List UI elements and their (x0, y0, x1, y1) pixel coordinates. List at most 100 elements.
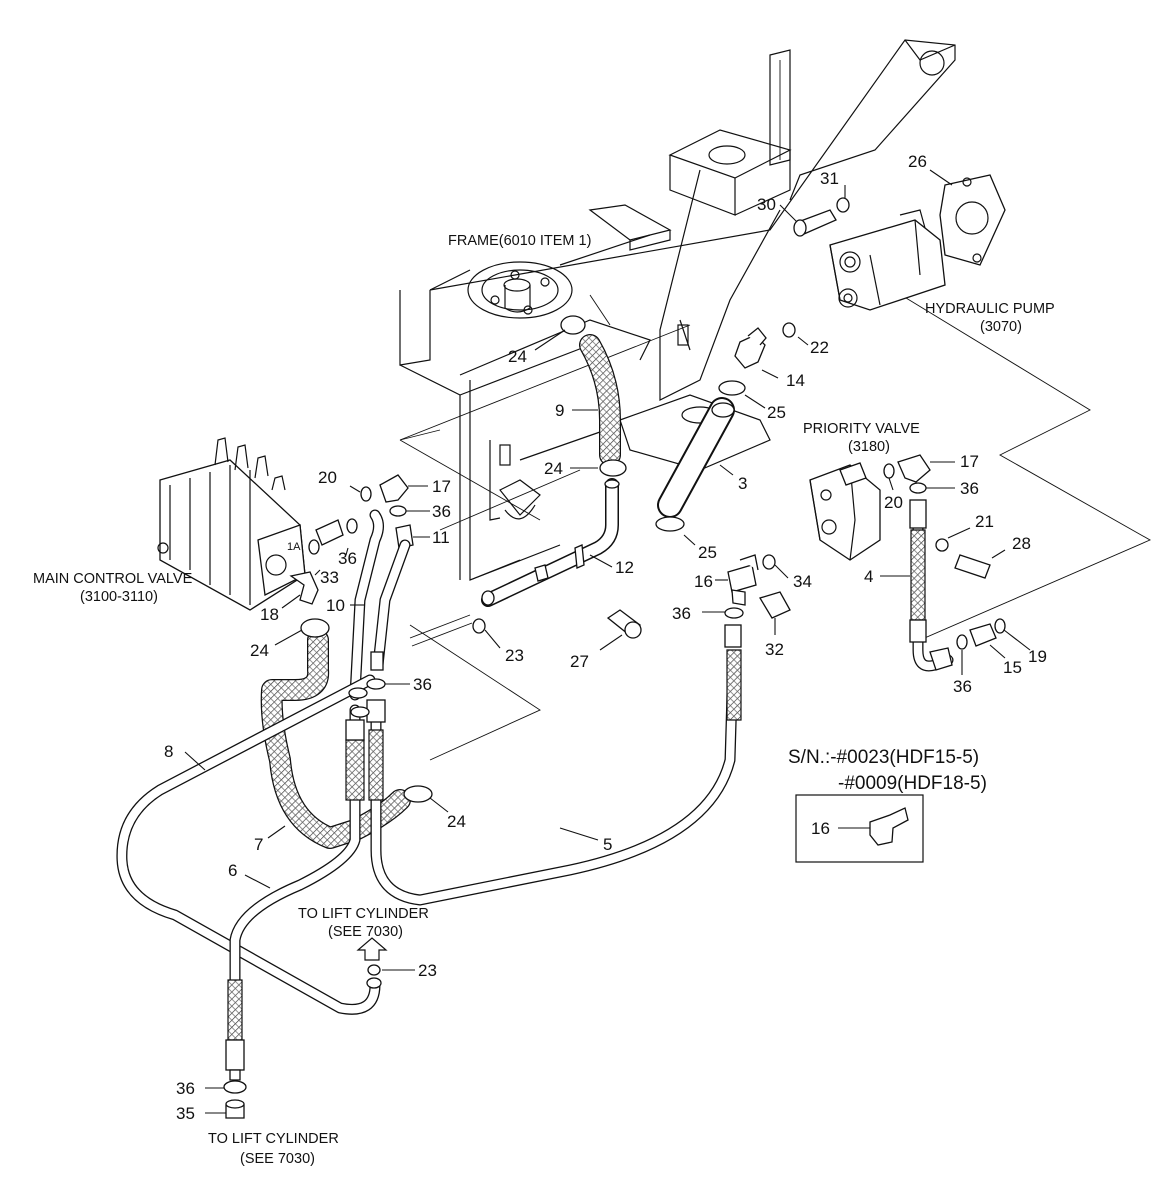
pipe-8 (116, 674, 382, 1015)
clamp-25-top (718, 380, 746, 396)
o-ring-19 (994, 618, 1006, 634)
bolt-30 (793, 197, 850, 237)
main-control-valve (157, 437, 306, 611)
callout-36-bottom: 36 (176, 1079, 195, 1098)
hydraulic-pump-label: HYDRAULIC PUMP (925, 301, 1055, 317)
clamp-24-top (560, 315, 586, 335)
clamp-24-left (300, 618, 330, 638)
callout-21: 21 (975, 512, 994, 531)
bolt-28 (954, 554, 991, 579)
callout-35: 35 (176, 1104, 195, 1123)
callout-15: 15 (1003, 658, 1022, 677)
to-lift-cylinder-label-1: TO LIFT CYLINDER (298, 906, 429, 922)
callout-16-tee: 16 (694, 572, 713, 591)
hydraulic-pump (829, 209, 946, 311)
o-ring-36-center-c (350, 706, 370, 718)
fitting-27 (606, 609, 642, 639)
callout-20-left: 20 (318, 468, 337, 487)
hydraulic-pump-ref: (3070) (980, 319, 1022, 335)
pump-gasket (939, 174, 1006, 266)
callout-9: 9 (555, 401, 564, 420)
leader-lines (184, 169, 1031, 1114)
callout-25-bottom: 25 (698, 543, 717, 562)
callout-33: 33 (320, 568, 339, 587)
callout-10: 10 (326, 596, 345, 615)
hose-10 (349, 509, 411, 701)
o-ring-36-valve (308, 539, 320, 555)
callout-11: 11 (432, 528, 450, 547)
callout-24-lower: 24 (447, 812, 466, 831)
suction-hose-3 (657, 397, 735, 518)
callout-4: 4 (864, 567, 873, 586)
o-ring-36-valve-b (346, 518, 358, 534)
callout-22: 22 (810, 338, 829, 357)
callout-20-right: 20 (884, 493, 903, 512)
elbow-14 (734, 327, 767, 369)
frame-label: FRAME(6010 ITEM 1) (448, 233, 591, 249)
o-ring-36-lower-right (956, 634, 968, 650)
adapter-33 (315, 519, 344, 546)
o-ring-36-right (909, 482, 927, 494)
callout-36-valve: 36 (338, 549, 357, 568)
callout-19: 19 (1028, 647, 1047, 666)
reference-lines (399, 269, 1152, 761)
priority-valve-label: PRIORITY VALVE (803, 421, 920, 437)
callout-17-left: 17 (432, 477, 451, 496)
elbow-17-left (379, 474, 409, 503)
tee-16 (727, 554, 759, 606)
callout-24-left: 24 (250, 641, 269, 660)
main-control-valve-label: MAIN CONTROL VALVE (33, 571, 193, 587)
hose-9 (579, 334, 621, 466)
o-ring-20-right (883, 463, 895, 479)
hose-6 (223, 704, 365, 1119)
frame (399, 39, 956, 581)
callout-23-top: 23 (505, 646, 524, 665)
callout-30: 30 (757, 195, 776, 214)
sn-line-1: S/N.:-#0023(HDF15-5) (788, 747, 979, 768)
priority-valve (809, 462, 881, 561)
hose-5 (366, 624, 742, 906)
adapter-32 (759, 591, 791, 619)
hose-4 (909, 499, 954, 672)
callout-18: 18 (260, 605, 279, 624)
sn-line-2: -#0009(HDF18-5) (838, 773, 987, 794)
o-ring-34 (762, 554, 776, 570)
callout-25-top: 25 (767, 403, 786, 422)
callout-36-tee: 36 (672, 604, 691, 623)
callout-27: 27 (570, 652, 589, 671)
o-ring-36-center-a (348, 687, 368, 699)
to-lift-cylinder-label-2: TO LIFT CYLINDER (208, 1131, 339, 1147)
elbow-17-right (897, 454, 931, 483)
lift-arrow-icon (356, 937, 388, 961)
callout-36-lower-right: 36 (953, 677, 972, 696)
pipe-12 (481, 478, 620, 607)
callout-8: 8 (164, 742, 173, 761)
callout-17-right: 17 (960, 452, 979, 471)
o-ring-20-left (360, 486, 372, 502)
port-1a-label: 1A (287, 541, 301, 553)
callout-28: 28 (1012, 534, 1031, 553)
clamp-24-mid (599, 459, 627, 477)
callout-34: 34 (793, 572, 812, 591)
callout-numbers: 26 31 30 22 24 14 9 25 24 3 20 17 36 11 … (164, 152, 1047, 1123)
callout-3: 3 (738, 474, 747, 493)
o-ring-36-left (389, 505, 407, 517)
o-ring-22 (782, 322, 796, 338)
see-7030-label-2: (SEE 7030) (240, 1151, 315, 1167)
main-control-valve-ref: (3100-3110) (80, 589, 158, 605)
o-ring-36-tee (724, 607, 744, 619)
callout-24-mid: 24 (544, 459, 563, 478)
hose-7 (260, 629, 411, 849)
callout-32: 32 (765, 640, 784, 659)
callout-23-bottom: 23 (418, 961, 437, 980)
washer-21 (935, 538, 949, 552)
callout-26: 26 (908, 152, 927, 171)
callout-16-inset: 16 (811, 819, 830, 838)
callout-36-right: 36 (960, 479, 979, 498)
callout-14: 14 (786, 371, 805, 390)
priority-valve-ref: (3180) (848, 439, 890, 455)
clamp-24-lower (403, 785, 433, 803)
o-ring-36-center-b (366, 678, 386, 690)
elbow-18 (289, 571, 319, 605)
